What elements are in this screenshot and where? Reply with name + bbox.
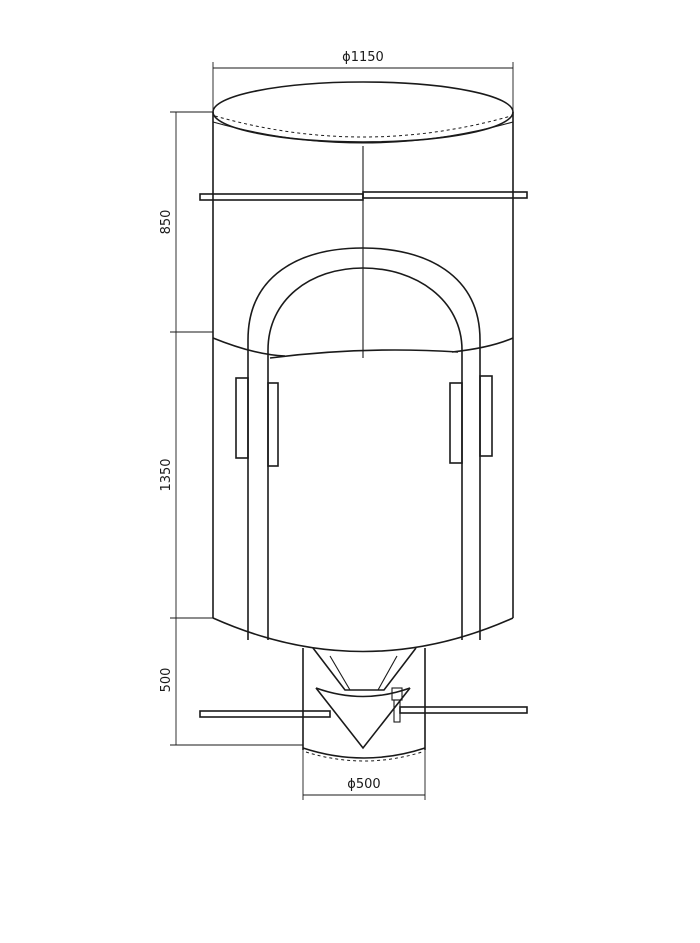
tie-band (199, 191, 528, 201)
top-diameter-dimension: ϕ1150 (212, 50, 514, 112)
discharge-spout (302, 647, 426, 762)
right-pocket (449, 375, 493, 464)
top-diameter-label: ϕ1150 (342, 50, 384, 65)
top-skirt (212, 81, 514, 358)
spout-tie (199, 706, 528, 718)
spout-height-label: 500 (159, 668, 174, 693)
body-height-label: 1350 (159, 458, 174, 491)
lifting-loop (247, 247, 481, 640)
height-dimensions: 850 1350 500 (159, 111, 303, 746)
spout-diameter-dimension: ϕ500 (302, 750, 426, 800)
left-pocket (235, 377, 279, 467)
spout-diameter-label: ϕ500 (347, 777, 380, 792)
main-body (212, 337, 514, 653)
upper-height-label: 850 (159, 210, 174, 235)
